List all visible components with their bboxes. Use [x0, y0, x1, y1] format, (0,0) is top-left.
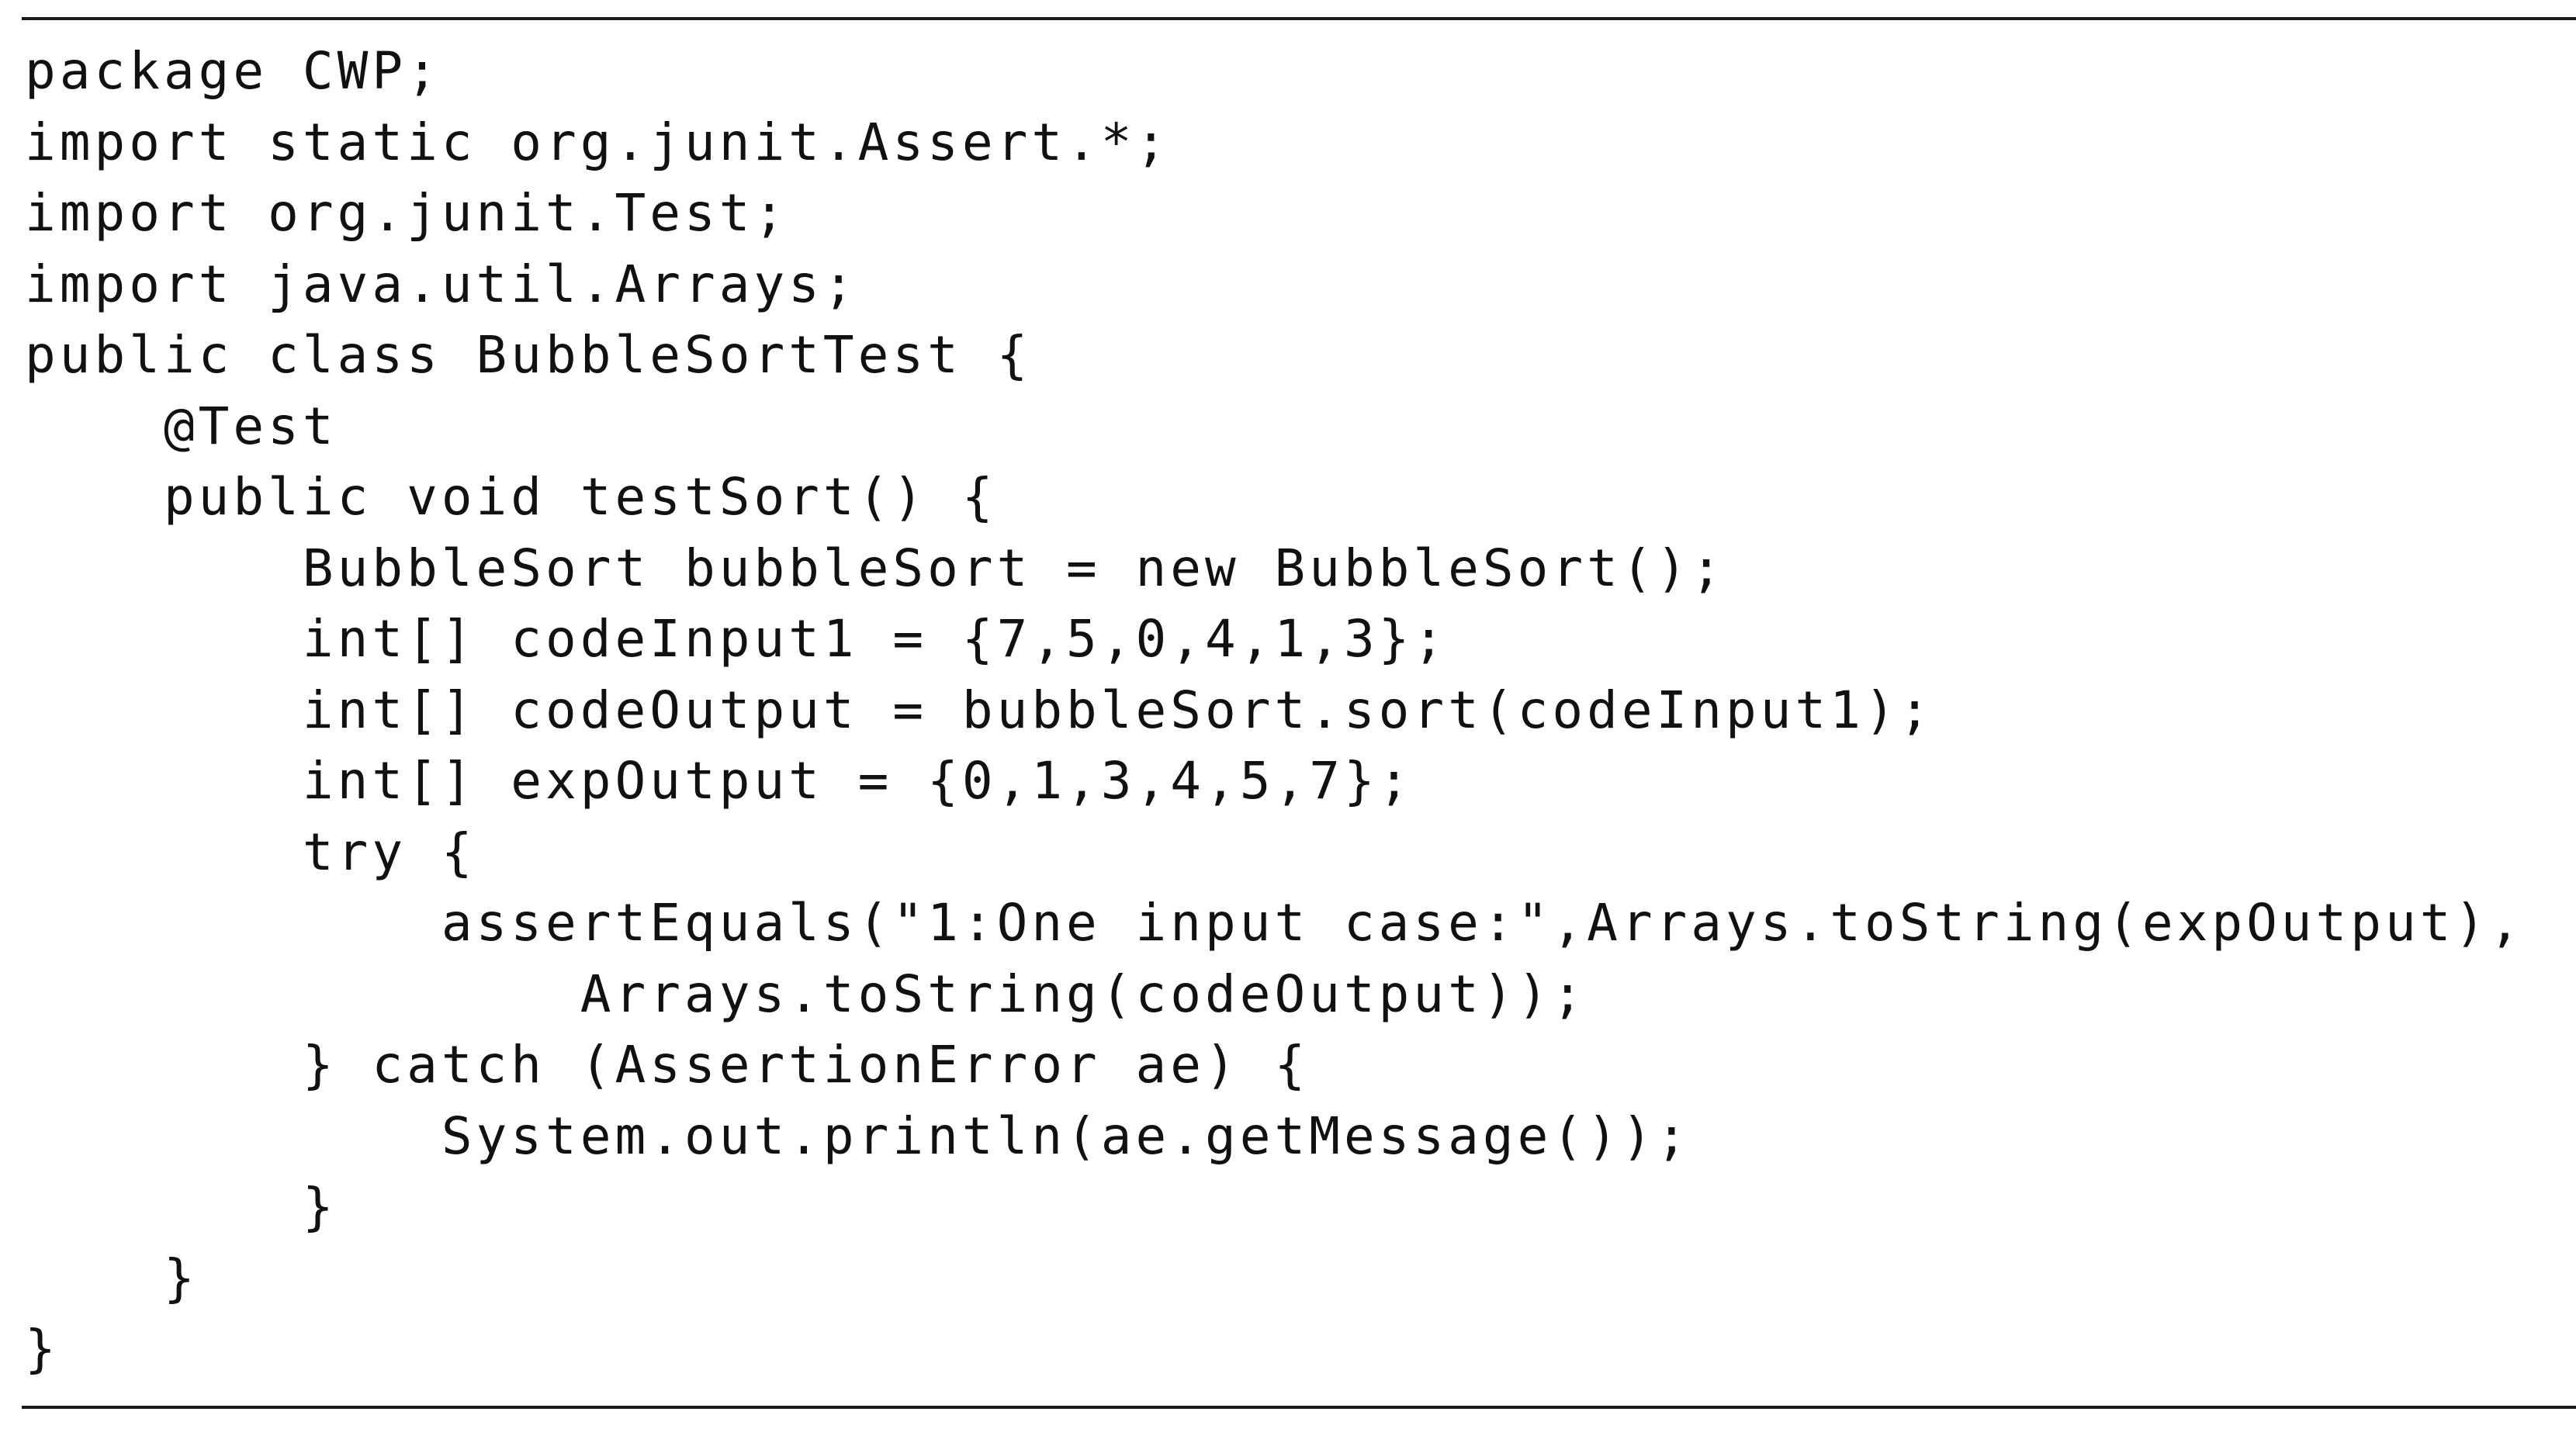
code-line-11: int[] expOutput = {0,1,3,4,5,7};	[25, 751, 1414, 811]
code-line-3: import org.junit.Test;	[25, 183, 789, 243]
code-line-9: int[] codeInput1 = {7,5,0,4,1,3};	[25, 609, 1449, 669]
code-block: package CWP; import static org.junit.Asse…	[25, 36, 2524, 1385]
code-line-13: assertEquals("1:One input case:",Arrays.…	[25, 893, 2524, 953]
top-rule	[22, 17, 2576, 20]
code-line-17: }	[25, 1177, 338, 1237]
code-line-18: }	[25, 1247, 199, 1308]
code-line-1: package CWP;	[25, 41, 441, 101]
code-line-7: public void testSort() {	[25, 467, 997, 527]
code-line-4: import java.util.Arrays;	[25, 254, 858, 314]
bottom-rule	[22, 1406, 2576, 1409]
code-line-6: @Test	[25, 396, 338, 456]
code-line-2: import static org.junit.Assert.*;	[25, 112, 1171, 172]
code-line-19: }	[25, 1319, 60, 1379]
code-line-8: BubbleSort bubbleSort = new BubbleSort()…	[25, 538, 1726, 598]
code-line-16: System.out.println(ae.getMessage());	[25, 1105, 1691, 1166]
code-line-10: int[] codeOutput = bubbleSort.sort(codeI…	[25, 680, 1934, 740]
code-line-14: Arrays.toString(codeOutput));	[25, 964, 1587, 1024]
code-line-15: } catch (AssertionError ae) {	[25, 1035, 1310, 1095]
code-line-5: public class BubbleSortTest {	[25, 325, 1032, 385]
code-line-12: try {	[25, 822, 476, 882]
code-listing: package CWP; import static org.junit.Asse…	[22, 0, 2576, 1429]
